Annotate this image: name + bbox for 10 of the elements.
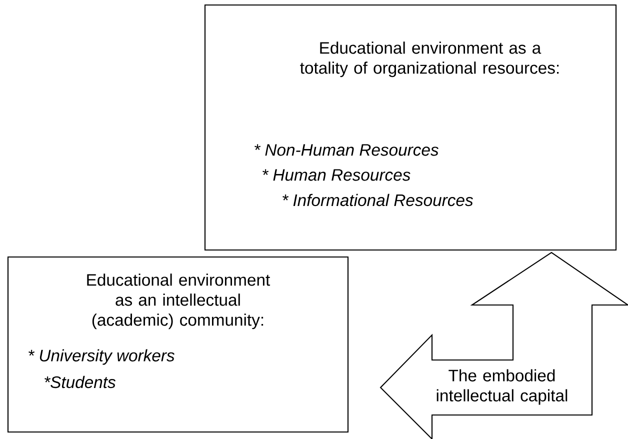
edge-label: The embodied intellectual capital	[436, 369, 568, 405]
list-item: * Non-Human Resources	[254, 144, 438, 156]
list-item: * Informational Resources	[282, 194, 473, 206]
list-item: * University workers	[28, 349, 174, 365]
text-box	[204, 4, 617, 251]
list-item: *Students	[44, 376, 116, 388]
list-item: * Human Resources	[262, 169, 410, 181]
box-heading: Educational environment as a totality of organizational resources:	[300, 42, 559, 78]
text-box	[7, 256, 349, 433]
box-heading: Educational environment as an intellectual (academic) community:	[87, 274, 270, 330]
